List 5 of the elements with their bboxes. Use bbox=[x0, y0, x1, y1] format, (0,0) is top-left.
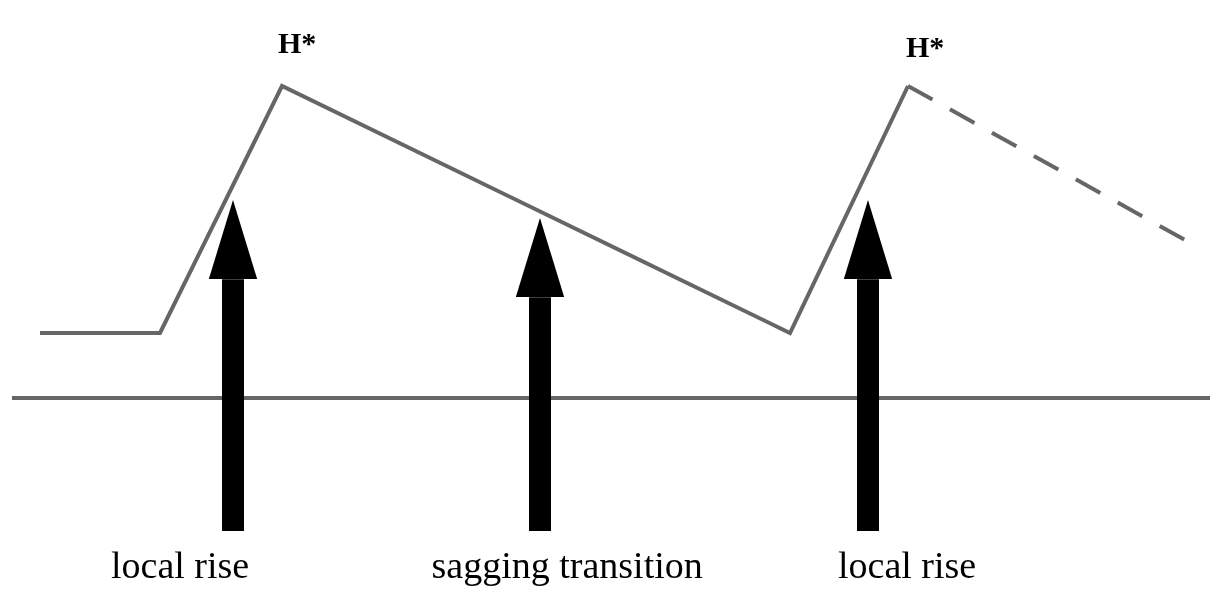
tone-label: H* bbox=[906, 30, 945, 64]
annotation-text: local rise bbox=[111, 543, 250, 587]
annotation-text: sagging transition bbox=[431, 543, 703, 587]
annotation-text: local rise bbox=[838, 543, 977, 587]
tone-label: H* bbox=[278, 26, 317, 60]
